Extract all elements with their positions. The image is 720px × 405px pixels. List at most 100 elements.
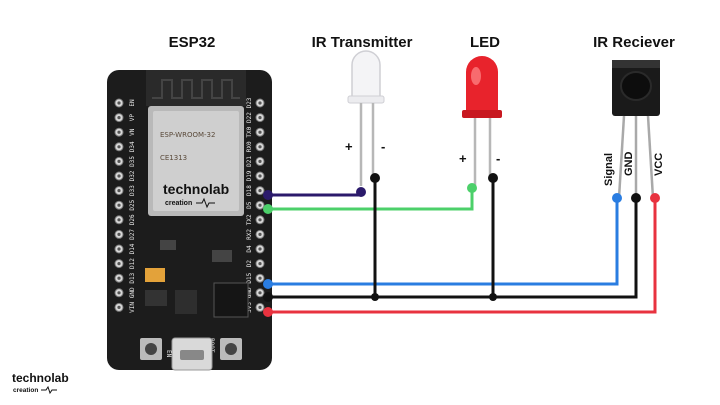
rx-vcc-label: VCC xyxy=(653,153,665,176)
dot-gnd-board xyxy=(263,292,273,302)
pin-label: D35 xyxy=(129,156,136,167)
rx-vcc-leg xyxy=(646,115,655,199)
header-pin-hole xyxy=(117,232,121,236)
pin-label: D23 xyxy=(246,97,253,108)
header-pin-hole xyxy=(117,262,121,266)
header-pin-hole xyxy=(117,203,121,207)
esp32-title: ESP32 xyxy=(169,34,216,51)
pin-label: GND xyxy=(246,287,253,298)
brand-logo: technolab creation xyxy=(12,371,69,395)
header-pin-hole xyxy=(258,291,262,295)
header-pin-hole xyxy=(258,189,262,193)
dot-gnd-junction-led xyxy=(489,293,497,301)
red-led: + - xyxy=(459,56,502,188)
pin-label: D27 xyxy=(129,229,136,240)
header-pin-hole xyxy=(117,218,121,222)
dot-rx-vcc xyxy=(650,193,660,203)
pin-label: D22 xyxy=(246,112,253,123)
header-pin-hole xyxy=(258,174,262,178)
header-pin-hole xyxy=(258,305,262,309)
header-pin-hole xyxy=(258,218,262,222)
rx-signal-label: Signal xyxy=(603,153,615,186)
rx-signal-leg xyxy=(617,115,626,199)
module-brand-sub: creation xyxy=(165,200,192,207)
pin-label: 3V3 xyxy=(246,302,253,313)
brand-wave-icon xyxy=(41,385,57,395)
ce-mark: CE1313 xyxy=(160,154,187,162)
header-pin-hole xyxy=(258,247,262,251)
dot-gnd-junction-tx xyxy=(371,293,379,301)
header-pin-hole xyxy=(117,247,121,251)
dot-rx-gnd xyxy=(631,193,641,203)
wire-power xyxy=(268,198,657,314)
header-pin-hole xyxy=(117,101,121,105)
en-button-label: EN xyxy=(165,350,172,358)
right-pin-labels: D23D22TX0RX0D21D19D18D5TX2RX2D4D2D15GND3… xyxy=(246,97,253,313)
dot-rx-board xyxy=(263,279,273,289)
header-pin-hole xyxy=(117,305,121,309)
header-pin-hole xyxy=(117,276,121,280)
ir-receiver: Signal GND VCC xyxy=(603,60,665,199)
header-pin-hole xyxy=(117,130,121,134)
header-pin-hole xyxy=(258,203,262,207)
header-pin-hole xyxy=(117,116,121,120)
pin-label: D13 xyxy=(129,272,136,283)
header-pin-hole xyxy=(117,291,121,295)
module-label: ESP-WROOM-32 xyxy=(160,131,215,139)
pin-label: D4 xyxy=(246,245,253,253)
led-title: LED xyxy=(470,34,500,51)
pin-label: GND xyxy=(129,287,136,298)
dot-tx-plus xyxy=(356,187,366,197)
right-pin-header xyxy=(255,98,265,312)
header-pin-hole xyxy=(258,262,262,266)
pin-label: D32 xyxy=(129,170,136,181)
pin-label: D34 xyxy=(129,141,136,152)
tx-minus-label: - xyxy=(381,139,385,154)
dot-pwr-board xyxy=(263,307,273,317)
pin-label: EN xyxy=(129,99,136,107)
rx-gnd-label: GND xyxy=(623,152,635,177)
header-pin-hole xyxy=(117,159,121,163)
pin-label: TX2 xyxy=(246,214,253,225)
pin-label: VP xyxy=(129,114,136,122)
pin-label: D15 xyxy=(246,272,253,283)
pin-label: VIN xyxy=(129,302,136,313)
pin-label: D18 xyxy=(246,185,253,196)
pin-label: D25 xyxy=(129,199,136,210)
pin-label: D2 xyxy=(246,260,253,268)
header-pin-hole xyxy=(258,101,262,105)
dot-led-board xyxy=(263,204,273,214)
pin-label: RX0 xyxy=(246,141,253,152)
pin-label: TX0 xyxy=(246,126,253,137)
wire-receiver-signal xyxy=(268,198,619,286)
header-pin-hole xyxy=(258,145,262,149)
ir-transmitter-title: IR Transmitter xyxy=(312,34,413,51)
header-pin-hole xyxy=(258,159,262,163)
dot-tx-minus xyxy=(370,173,380,183)
pin-label: D5 xyxy=(246,201,253,209)
left-pin-header xyxy=(114,98,124,312)
header-pin-hole xyxy=(117,189,121,193)
header-pin-hole xyxy=(117,145,121,149)
dot-rx-signal xyxy=(612,193,622,203)
wires xyxy=(268,178,657,314)
pin-label: VN xyxy=(129,128,136,136)
module-brand-wave-icon xyxy=(196,197,215,209)
module-brand-name: technolab xyxy=(163,181,229,197)
junction-dots xyxy=(263,173,660,317)
dot-tx-board xyxy=(263,190,273,200)
ir-receiver-title: IR Reciever xyxy=(593,34,675,51)
pin-label: D12 xyxy=(129,258,136,269)
pin-label: D33 xyxy=(129,185,136,196)
pin-label: D19 xyxy=(246,170,253,181)
left-pin-labels: ENVPVND34D35D32D33D25D26D27D14D12D13GNDV… xyxy=(129,99,136,313)
header-pin-hole xyxy=(258,116,262,120)
tx-plus-label: + xyxy=(345,139,353,154)
led-minus-label: - xyxy=(496,151,500,166)
ir-transmitter: + - xyxy=(345,50,385,186)
dot-led-plus xyxy=(467,183,477,193)
header-pin-hole xyxy=(258,130,262,134)
header-pin-hole xyxy=(258,232,262,236)
pin-label: D14 xyxy=(129,243,136,254)
